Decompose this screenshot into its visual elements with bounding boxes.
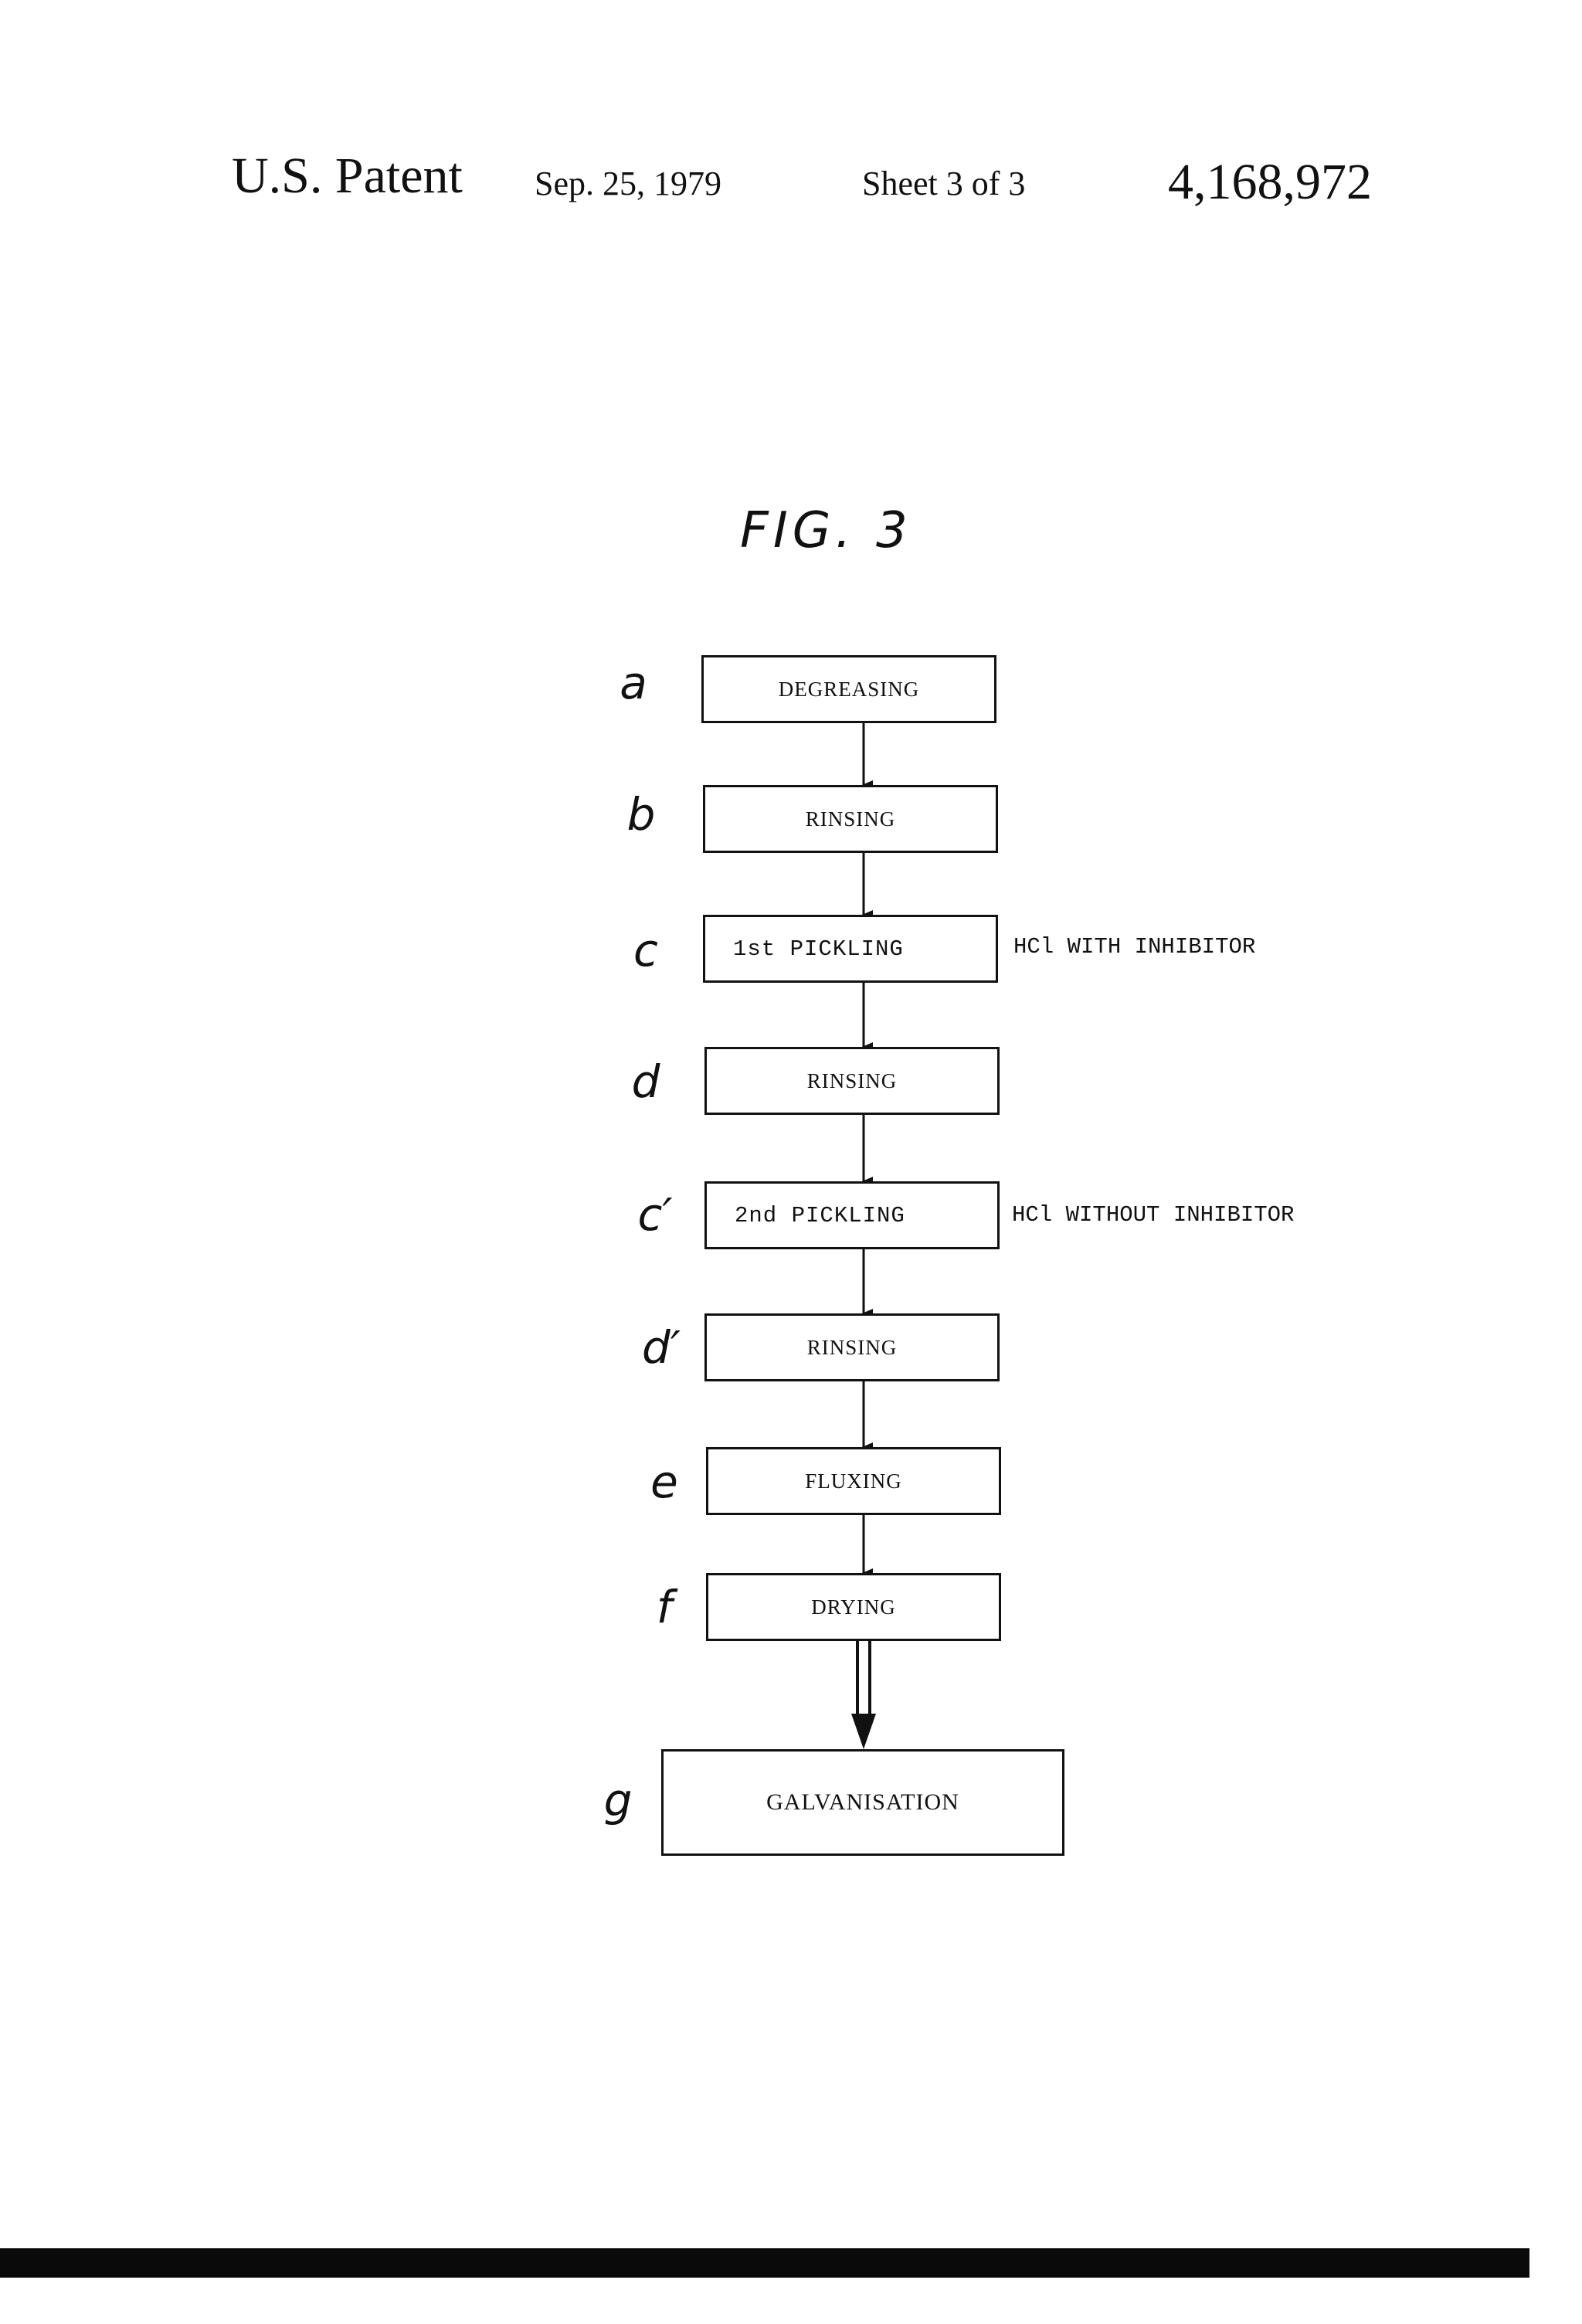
step-box-rinsing-2: RINSING — [704, 1047, 1000, 1115]
step-letter-c-prime: c′ — [637, 1188, 673, 1241]
step-letter-a: a — [620, 657, 647, 709]
step-box-degreasing: DEGREASING — [701, 655, 996, 723]
patent-title: U.S. Patent — [232, 148, 463, 204]
step-letter-d: d — [631, 1055, 660, 1108]
step-box-2nd-pickling: 2nd PICKLING — [704, 1181, 1000, 1249]
step-box-drying: DRYING — [706, 1573, 1001, 1641]
step-box-fluxing: FLUXING — [706, 1447, 1001, 1515]
note-hcl-with-inhibitor: HCl WITH INHIBITOR — [1013, 934, 1256, 960]
step-letter-f: f — [656, 1581, 673, 1633]
step-letter-g: g — [603, 1774, 633, 1826]
step-letter-e: e — [650, 1456, 678, 1508]
figure-label: FIG. 3 — [740, 502, 912, 559]
patent-number: 4,168,972 — [1168, 154, 1372, 210]
step-box-rinsing-3: RINSING — [704, 1313, 1000, 1381]
patent-date: Sep. 25, 1979 — [535, 165, 721, 202]
footer-bar — [0, 2248, 1529, 2278]
step-box-1st-pickling: 1st PICKLING — [703, 915, 998, 983]
step-box-rinsing-1: RINSING — [703, 785, 998, 853]
arrow-f-g-head — [851, 1714, 876, 1749]
note-hcl-without-inhibitor: HCl WITHOUT INHIBITOR — [1012, 1202, 1295, 1228]
step-box-galvanisation: GALVANISATION — [661, 1749, 1064, 1856]
step-letter-c: c — [633, 924, 658, 977]
step-letter-b: b — [626, 788, 656, 841]
sheet-number: Sheet 3 of 3 — [862, 165, 1026, 202]
step-letter-d-prime: d′ — [642, 1321, 681, 1374]
